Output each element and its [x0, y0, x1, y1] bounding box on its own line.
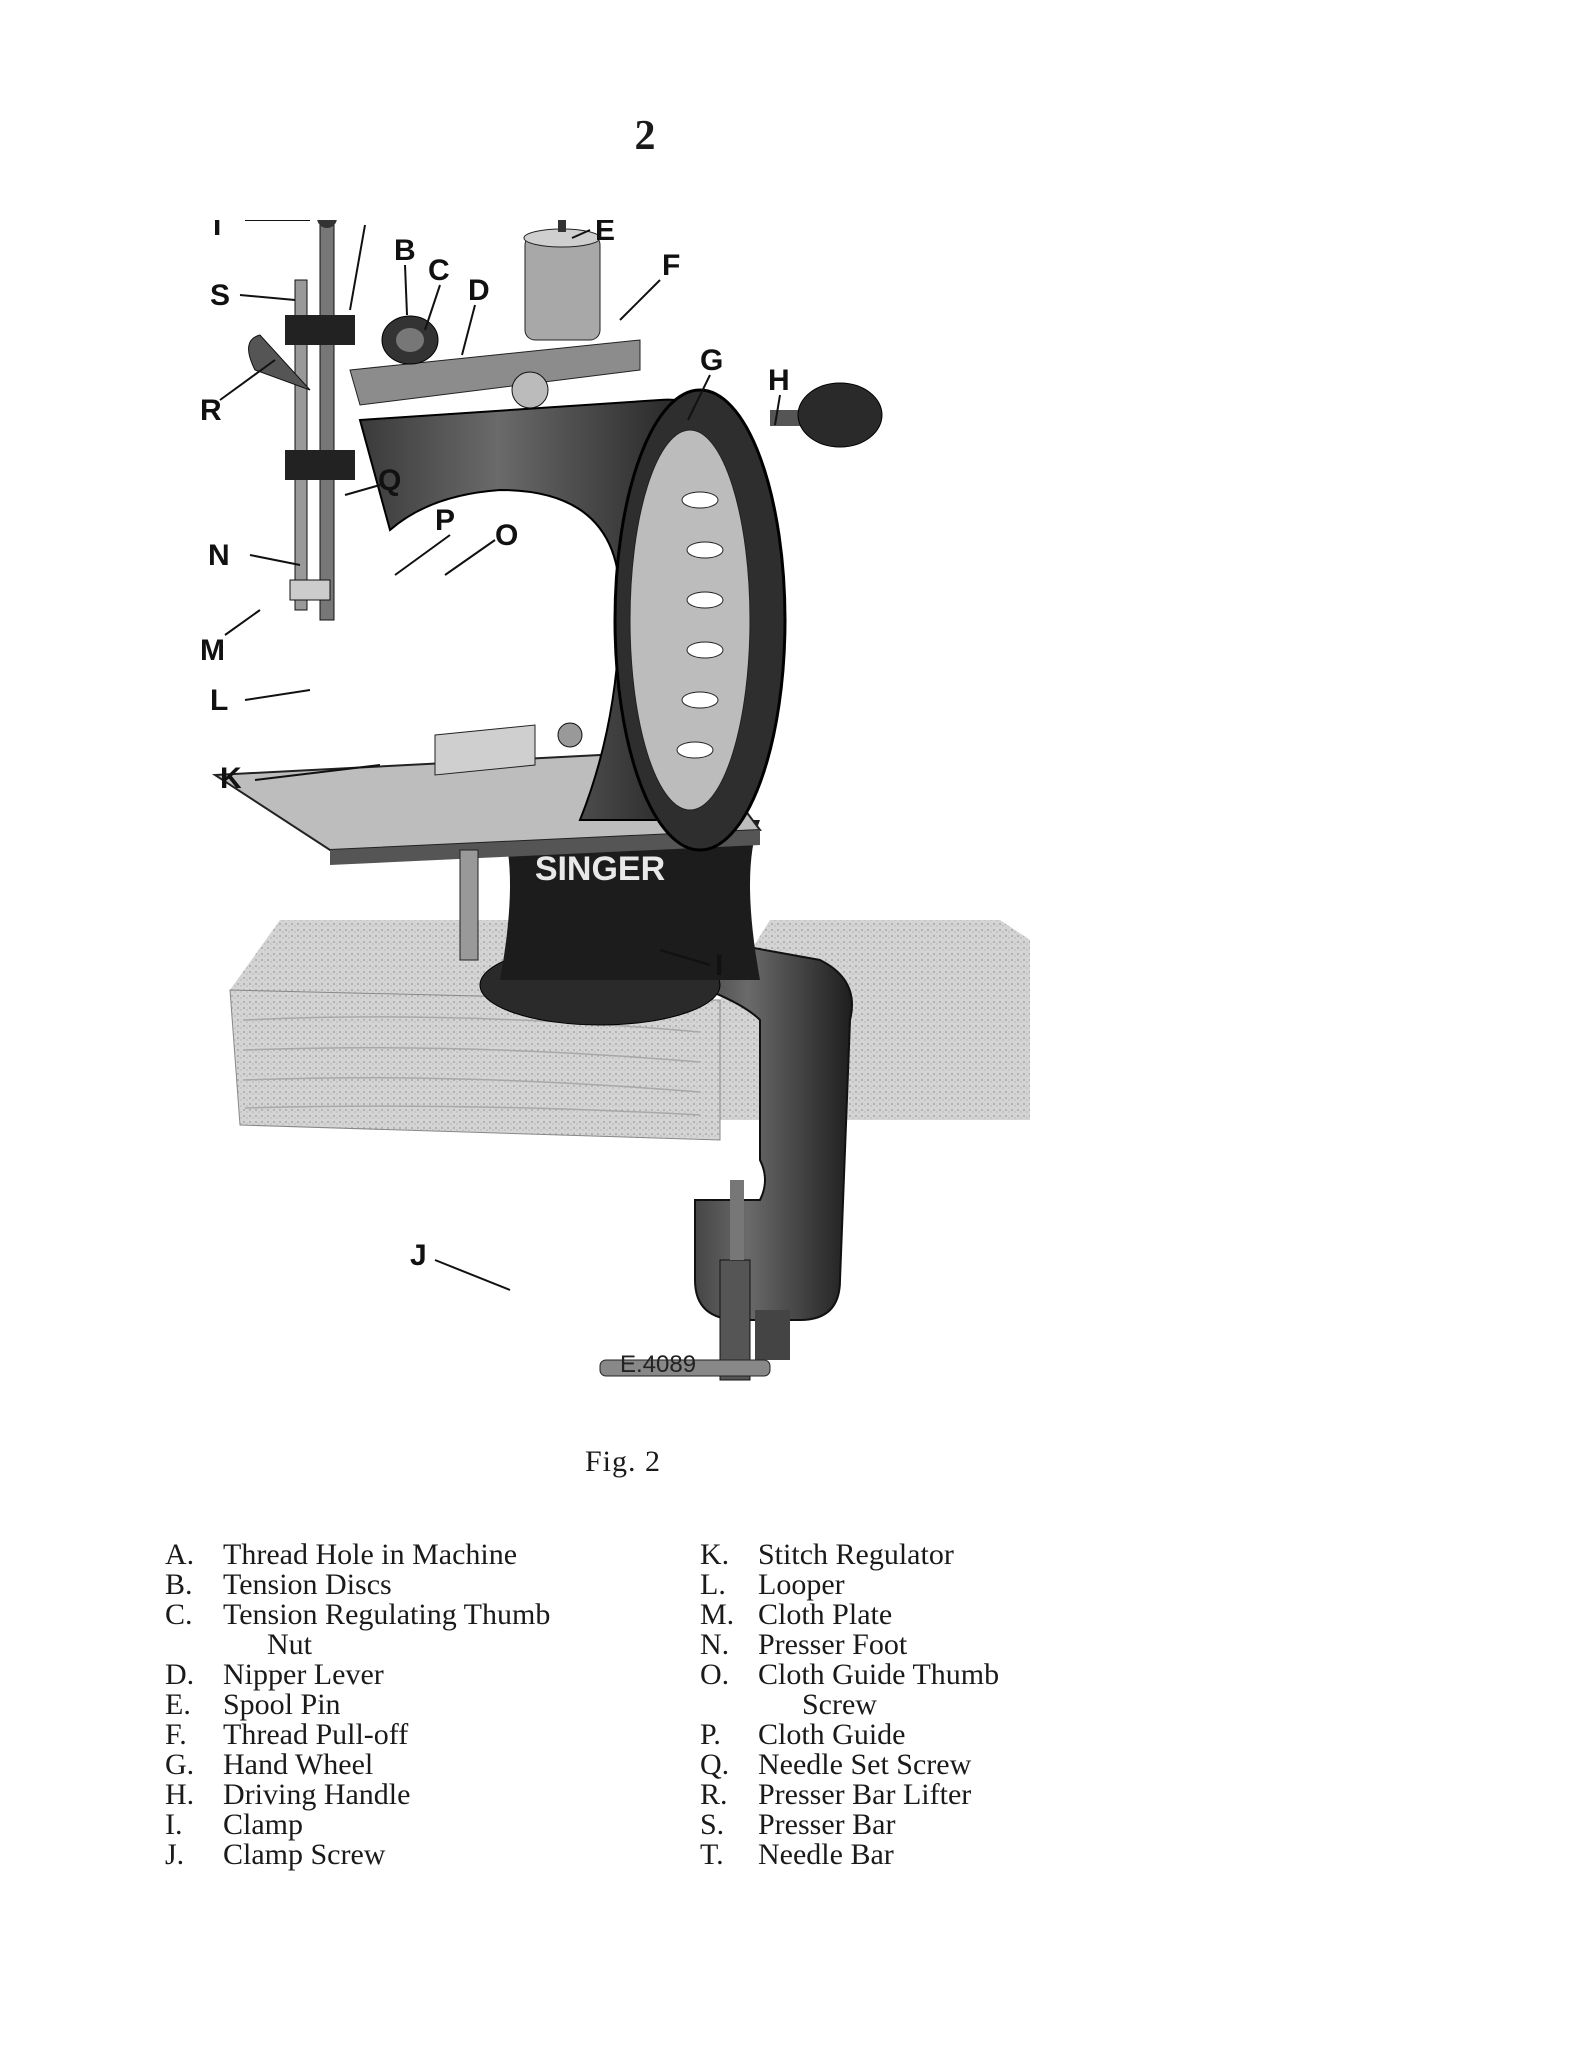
legend-item: D.Nipper Lever	[165, 1658, 384, 1691]
legend-item: G.Hand Wheel	[165, 1748, 374, 1781]
svg-text:K: K	[220, 762, 242, 795]
svg-text:F: F	[662, 249, 680, 282]
legend-item: F.Thread Pull-off	[165, 1718, 409, 1751]
legend-item: C.Tension Regulating Thumb	[165, 1598, 551, 1631]
legend-item: A.Thread Hole in Machine	[165, 1538, 518, 1571]
legend-item: I.Clamp	[165, 1808, 303, 1841]
svg-text:S: S	[210, 279, 230, 312]
legend-item: S.Presser Bar	[700, 1808, 896, 1841]
callout-letters: T A B C D E F G H S R Q P O N M L K I J	[200, 220, 790, 1272]
svg-text:C: C	[428, 254, 450, 287]
legend-item: J.Clamp Screw	[165, 1838, 386, 1871]
clamp-screw	[599, 1180, 771, 1381]
needle-bar-assembly	[248, 220, 355, 621]
legend-item: K.Stitch Regulator	[700, 1538, 954, 1571]
svg-text:A: A	[358, 220, 380, 227]
figure-caption: Fig. 2	[585, 1445, 662, 1478]
svg-text:O: O	[495, 519, 518, 552]
legend-right: K.Stitch Regulator L.Looper M.Cloth Plat…	[700, 1540, 999, 1870]
svg-text:J: J	[410, 1239, 427, 1272]
legend-item: T.Needle Bar	[700, 1838, 894, 1871]
svg-text:I: I	[715, 949, 723, 982]
legend-item: N.Presser Foot	[700, 1628, 908, 1661]
legend-item: E.Spool Pin	[165, 1688, 341, 1721]
svg-text:N: N	[208, 539, 230, 572]
callouts	[219, 220, 781, 1291]
svg-text:Q: Q	[378, 464, 401, 497]
legend-item: L.Looper	[700, 1568, 845, 1601]
svg-text:M: M	[200, 634, 225, 667]
stitch-regulator	[459, 849, 479, 961]
legend-item: H.Driving Handle	[165, 1778, 411, 1811]
cloth-guide	[434, 722, 583, 776]
svg-text:L: L	[210, 684, 228, 717]
svg-text:G: G	[700, 344, 723, 377]
svg-text:P: P	[435, 504, 455, 537]
legend-item: O.Cloth Guide Thumb	[700, 1658, 1000, 1691]
legend-item: R.Presser Bar Lifter	[700, 1778, 972, 1811]
driving-handle	[770, 382, 883, 448]
sewing-machine-figure: S I N G E R	[200, 220, 1030, 1381]
spool	[523, 220, 601, 341]
svg-text:E: E	[595, 220, 615, 247]
tension-discs	[381, 315, 439, 365]
page-number: 2	[634, 113, 656, 159]
svg-text:T: T	[208, 220, 226, 242]
legend-item: M.Cloth Plate	[700, 1598, 893, 1631]
legend-item: B.Tension Discs	[165, 1568, 392, 1601]
legend-item: P.Cloth Guide	[700, 1718, 906, 1751]
svg-text:D: D	[468, 274, 490, 307]
svg-text:R: R	[200, 394, 222, 427]
svg-text:H: H	[768, 364, 790, 397]
hand-wheel	[613, 388, 787, 852]
svg-text:B: B	[394, 234, 416, 267]
legend-item-continuation: Nut	[267, 1628, 312, 1661]
brand-logo: SINGER	[535, 850, 665, 888]
legend-item-continuation: Screw	[802, 1688, 877, 1721]
machine-base: SINGER	[479, 820, 760, 1026]
legend-item: Q.Needle Set Screw	[700, 1748, 972, 1781]
legend-left: A.Thread Hole in Machine B.Tension Discs…	[165, 1540, 550, 1870]
figure-code: E.4089	[620, 1351, 696, 1378]
